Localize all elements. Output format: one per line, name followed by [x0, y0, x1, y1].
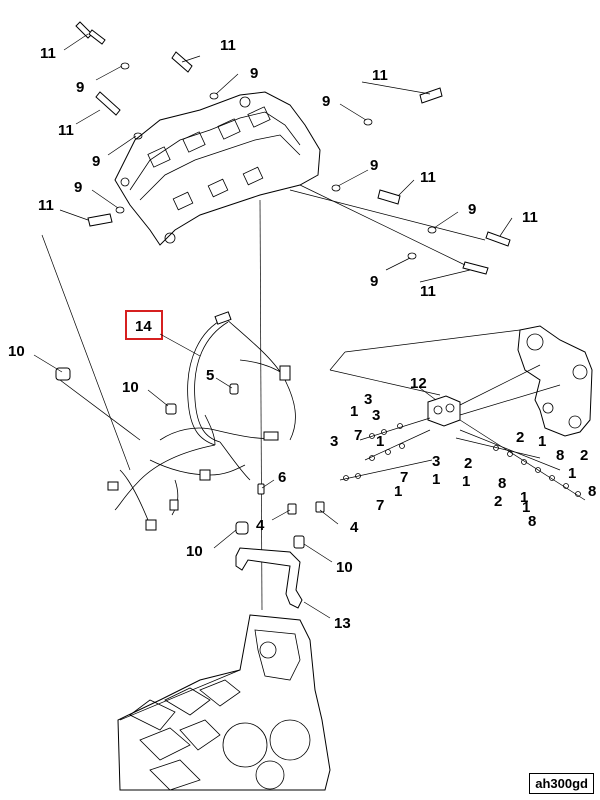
- callout-13: 13: [334, 615, 351, 632]
- callout-3: 3: [330, 433, 338, 450]
- callout-1: 1: [462, 473, 470, 490]
- callout-1: 1: [520, 489, 528, 506]
- callout-8: 8: [528, 513, 536, 530]
- highlight-box-14: [125, 310, 163, 340]
- callout-1: 1: [394, 483, 402, 500]
- callout-12: 12: [410, 375, 427, 392]
- callout-7: 7: [354, 427, 362, 444]
- callout-7: 7: [400, 469, 408, 486]
- figure-reference: ah300gd: [529, 773, 594, 794]
- callout-9: 9: [370, 273, 378, 290]
- small-parts: [55, 367, 325, 549]
- callout-9: 9: [322, 93, 330, 110]
- leader-lines: [41, 33, 513, 611]
- callout-11: 11: [38, 197, 54, 214]
- callout-8: 8: [588, 483, 596, 500]
- callout-8: 8: [498, 475, 506, 492]
- callout-3: 3: [372, 407, 380, 424]
- callout-3: 3: [432, 453, 440, 470]
- callout-6: 6: [278, 469, 286, 486]
- bracket: [235, 547, 303, 609]
- callout-3: 3: [364, 391, 372, 408]
- callout-11: 11: [420, 283, 436, 300]
- callout-11: 11: [372, 67, 388, 84]
- callout-1: 1: [522, 499, 530, 516]
- callout-5: 5: [206, 367, 214, 384]
- callout-10: 10: [8, 343, 25, 360]
- callout-11: 11: [420, 169, 436, 186]
- callout-9: 9: [468, 201, 476, 218]
- callout-2: 2: [494, 493, 502, 510]
- callout-9: 9: [74, 179, 82, 196]
- engine-block: [117, 614, 331, 791]
- callout-10: 10: [122, 379, 139, 396]
- callout-1: 1: [350, 403, 358, 420]
- ecu-module: [329, 325, 593, 437]
- callout-10: 10: [336, 559, 353, 576]
- callout-1: 1: [376, 433, 384, 450]
- callout-2: 2: [516, 429, 524, 446]
- callout-7: 7: [376, 497, 384, 514]
- wiring-harness: [107, 311, 296, 531]
- callout-9: 9: [76, 79, 84, 96]
- callout-1: 1: [432, 471, 440, 488]
- callout-11: 11: [522, 209, 538, 226]
- callout-labels: 11 9 11 9 11 9 11 9 9 11 9 11 9 11 9 11 …: [8, 37, 596, 632]
- callout-2: 2: [580, 447, 588, 464]
- callout-1: 1: [538, 433, 546, 450]
- intake-manifold: [114, 91, 321, 246]
- callout-14: 14: [135, 318, 152, 335]
- callout-9: 9: [250, 65, 258, 82]
- callout-11: 11: [220, 37, 236, 54]
- leader-lines-mid: [33, 354, 339, 619]
- callout-11: 11: [58, 122, 74, 139]
- callout-1: 1: [568, 465, 576, 482]
- callout-2: 2: [464, 455, 472, 472]
- callout-10: 10: [186, 543, 203, 560]
- o-ring-seals: [115, 62, 437, 260]
- callout-11: 11: [40, 45, 56, 62]
- callout-9: 9: [92, 153, 100, 170]
- callout-4: 4: [256, 517, 265, 534]
- callout-8: 8: [556, 447, 564, 464]
- fasteners: [339, 417, 586, 501]
- callout-4: 4: [350, 519, 359, 536]
- callout-9: 9: [370, 157, 378, 174]
